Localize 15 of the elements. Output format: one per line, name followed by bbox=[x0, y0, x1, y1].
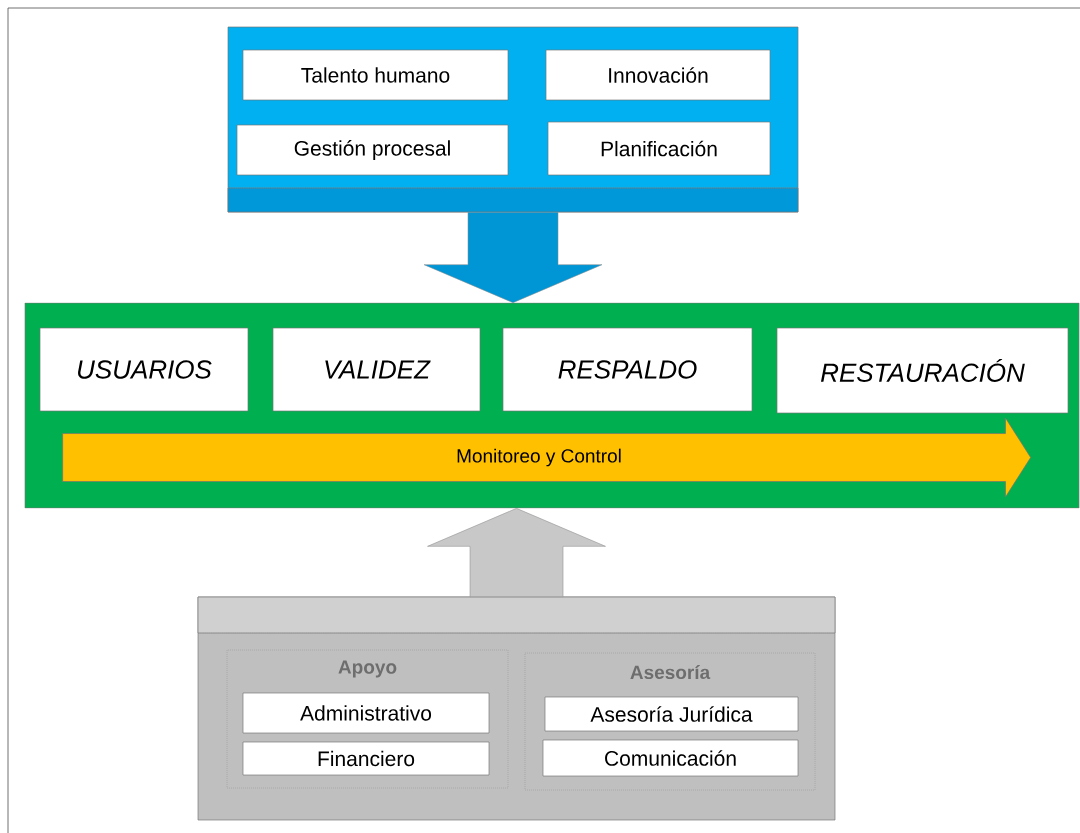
label-box: Comunicación bbox=[542, 739, 799, 777]
label-box: Financiero bbox=[242, 741, 490, 776]
label-box: RESTAURACIÓN bbox=[776, 327, 1069, 414]
label-box: VALIDEZ bbox=[272, 327, 481, 412]
label-box: Administrativo bbox=[242, 692, 490, 734]
label-box: Asesoría Jurídica bbox=[544, 696, 799, 732]
label-box: Gestión procesal bbox=[236, 124, 509, 176]
label-box: Talento humano bbox=[242, 49, 509, 101]
label-box: RESPALDO bbox=[502, 327, 753, 412]
block-arrow bbox=[427, 508, 606, 597]
label-box: Planificación bbox=[547, 121, 771, 176]
label-box: USUARIOS bbox=[39, 327, 249, 412]
label-box: Innovación bbox=[545, 49, 771, 101]
block-arrow bbox=[423, 212, 603, 303]
arrow-banner: Monitoreo y Control bbox=[62, 417, 1031, 498]
